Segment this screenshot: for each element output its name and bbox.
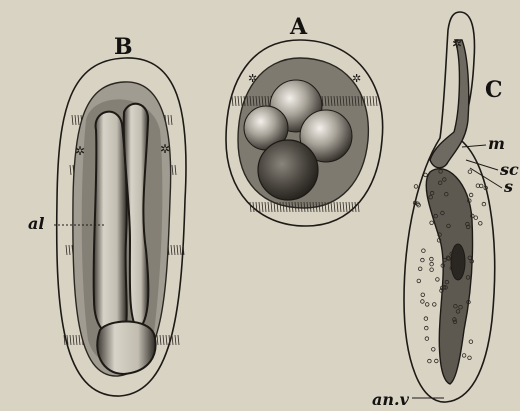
cilium (349, 202, 350, 212)
cilium (76, 335, 77, 345)
granule (430, 221, 434, 225)
panel-a-marker-right: ✲ (352, 72, 361, 85)
panel-b-marker-left: ✲ (75, 144, 85, 158)
cilium (367, 96, 368, 106)
annotation-s: s (503, 177, 513, 196)
panel-b: ✲ ✲ B al (28, 34, 186, 396)
cilium (373, 96, 374, 106)
panel-c-nucleus (451, 244, 465, 280)
cilium (340, 202, 341, 212)
granule (433, 303, 437, 307)
annotation-m: m (488, 134, 505, 153)
cilium (168, 115, 169, 125)
cilium (337, 202, 338, 212)
granule (468, 356, 472, 360)
cilium (174, 245, 175, 255)
granule (432, 348, 436, 352)
granule (479, 222, 483, 226)
cilium (157, 335, 158, 345)
panel-c-gullet (430, 40, 469, 168)
granule (421, 258, 425, 262)
cilium (171, 115, 172, 125)
granule (469, 340, 473, 344)
cilium (235, 96, 236, 106)
cilium (70, 165, 71, 175)
cilium (268, 202, 269, 212)
granule (424, 173, 428, 177)
granule (414, 185, 418, 189)
cilium (73, 335, 74, 345)
granule (468, 170, 472, 174)
granule (430, 268, 434, 272)
granule (428, 359, 432, 363)
alimentary-lobe-lower (97, 321, 155, 374)
cilium (171, 245, 172, 255)
cilium (346, 202, 347, 212)
panel-a-marker-left: ✲ (248, 72, 257, 85)
cilium (75, 115, 76, 125)
sphere-bottom (258, 140, 318, 200)
cilium (370, 96, 371, 106)
cilium (334, 202, 335, 212)
panel-a: ✲ ✲ A (226, 14, 383, 226)
cilium (238, 96, 239, 106)
cilium (180, 245, 181, 255)
cilium (331, 202, 332, 212)
panel-a-label: A (289, 14, 308, 40)
granule (425, 326, 429, 330)
cilium (271, 202, 272, 212)
cilium (79, 335, 80, 345)
cilium (70, 335, 71, 345)
annotation-al: al (28, 214, 44, 233)
granule (425, 337, 429, 341)
granule (424, 317, 428, 321)
panel-c-macronucleus (426, 169, 472, 384)
granule (418, 267, 422, 271)
granule (436, 278, 440, 282)
annotation-anv: an.v (372, 390, 410, 409)
cilium (175, 165, 176, 175)
cilium (66, 245, 67, 255)
panel-c-marker-top: ✲ (452, 37, 462, 51)
cilium (232, 96, 233, 106)
panel-b-marker-right: ✲ (160, 142, 170, 156)
granule (417, 279, 421, 283)
cilium (172, 165, 173, 175)
alimentary-lobe-left (94, 112, 127, 337)
granule (482, 202, 486, 206)
cilium (177, 245, 178, 255)
cilium (253, 202, 254, 212)
cilium (376, 96, 377, 106)
granule (430, 257, 434, 261)
cilium (163, 335, 164, 345)
cilium (265, 202, 266, 212)
cilium (160, 335, 161, 345)
granule (421, 293, 425, 297)
granule (474, 216, 478, 220)
cilium (78, 115, 79, 125)
granule (422, 249, 426, 253)
cilium (175, 335, 176, 345)
granule (462, 354, 466, 358)
cilium (250, 202, 251, 212)
cilium (343, 202, 344, 212)
cilium (166, 335, 167, 345)
cilium (241, 96, 242, 106)
panel-c: ✲ C m sc s an.v (372, 12, 519, 409)
granule (435, 359, 439, 363)
granule (430, 262, 434, 266)
cilium (69, 245, 70, 255)
panel-c-label: C (485, 77, 503, 103)
panel-b-label: B (114, 34, 133, 60)
cilium (178, 335, 179, 345)
cilium (262, 202, 263, 212)
cilium (72, 115, 73, 125)
granule (469, 193, 473, 197)
granule (425, 303, 429, 307)
granule (421, 300, 425, 304)
cilium (355, 202, 356, 212)
cilium (259, 202, 260, 212)
cilium (172, 335, 173, 345)
